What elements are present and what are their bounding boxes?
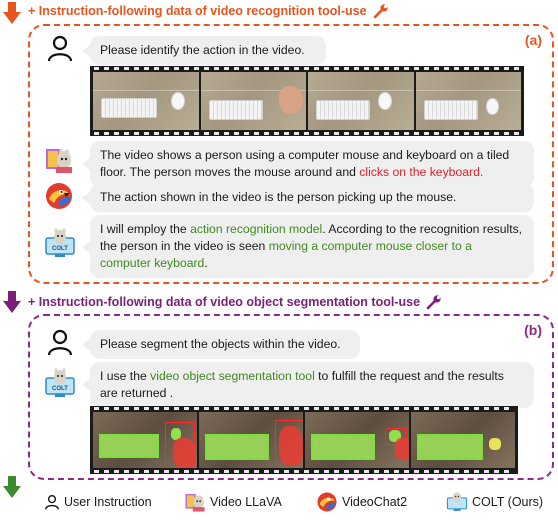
svg-text:COLT: COLT — [52, 246, 68, 252]
legend-user: User Instruction — [44, 494, 152, 510]
legend-llava: Video LLaVA — [184, 491, 282, 513]
section-heading-text: + Instruction-following data of video re… — [28, 4, 367, 18]
segmentation-frame — [93, 412, 197, 468]
llama-painter-icon — [184, 491, 206, 513]
section-heading-text: + Instruction-following data of video ob… — [28, 295, 421, 309]
parrot-icon — [44, 181, 74, 211]
user-icon — [44, 494, 60, 510]
llama-computer-icon: COLT — [44, 228, 76, 260]
videochat-message: The action shown in the video is the per… — [82, 183, 534, 212]
llama-painter-icon — [44, 145, 74, 175]
panel-tag: (b) — [524, 322, 542, 338]
video-frame — [200, 72, 306, 130]
user-message: Please identify the action in the video. — [82, 36, 326, 65]
segmentation-frame — [305, 412, 409, 468]
colt-message: I will employ the action recognition mod… — [82, 215, 534, 278]
llama-computer-icon: COLT — [44, 368, 76, 400]
video-frame — [308, 72, 414, 130]
video-frame — [415, 72, 521, 130]
llava-message: The video shows a person using a compute… — [82, 141, 534, 187]
user-message: Please segment the objects within the vi… — [82, 330, 360, 359]
svg-text:COLT: COLT — [52, 386, 68, 392]
arrow-down-icon — [3, 476, 21, 498]
wrench-icon — [373, 3, 389, 19]
legend: User Instruction Video LLaVA VideoChat2 — [0, 491, 558, 513]
segmentation-filmstrip — [90, 406, 518, 474]
video-frame — [93, 72, 199, 130]
arrow-down-icon — [3, 2, 21, 24]
user-icon — [46, 328, 74, 356]
legend-videochat: VideoChat2 — [316, 491, 407, 513]
arrow-down-icon — [3, 291, 21, 313]
parrot-icon — [316, 491, 338, 513]
panel-tag: (a) — [524, 32, 542, 48]
user-icon — [46, 34, 74, 62]
llama-computer-icon — [446, 491, 468, 513]
panel-recognition: (a) — [28, 24, 554, 284]
segmentation-frame — [411, 412, 515, 468]
video-filmstrip — [90, 66, 524, 136]
colt-message: I use the video object segmentation tool… — [82, 362, 534, 408]
panel-segmentation: (b) — [28, 314, 554, 480]
legend-colt: COLT (Ours) — [446, 491, 543, 513]
segmentation-frame — [199, 412, 303, 468]
section-heading-recognition: + Instruction-following data of video re… — [28, 3, 389, 19]
wrench-icon — [426, 294, 442, 310]
section-heading-segmentation: + Instruction-following data of video ob… — [28, 294, 442, 310]
